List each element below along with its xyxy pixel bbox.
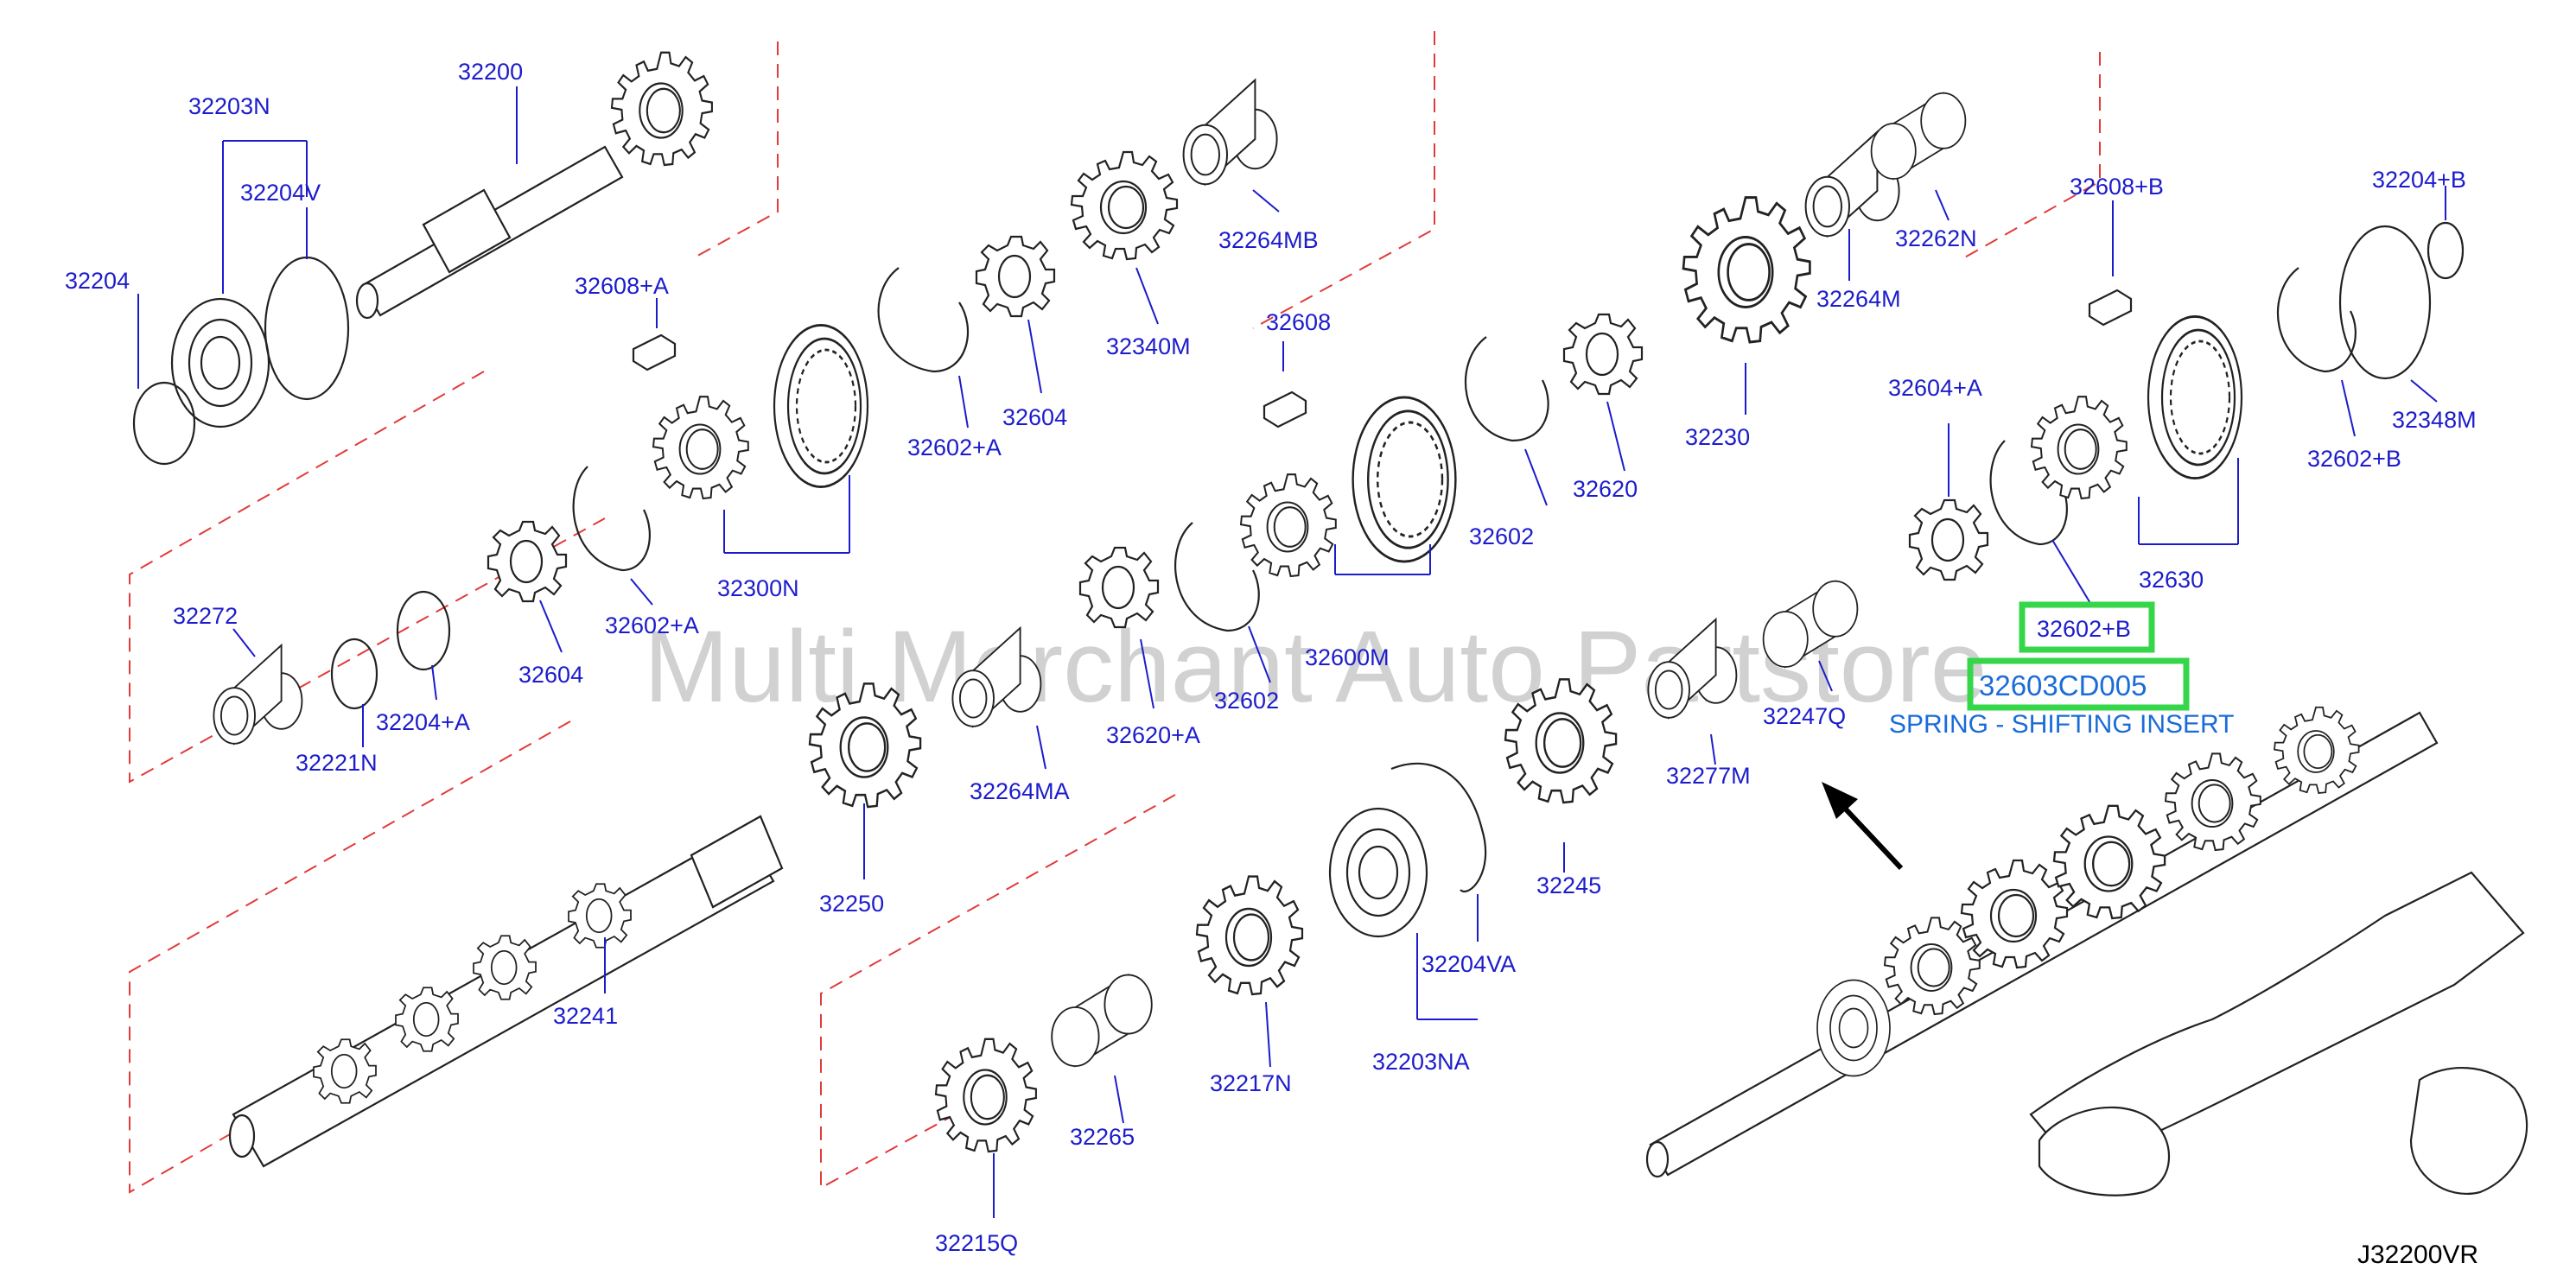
callout-32265[interactable]: 32265 (1070, 1124, 1135, 1150)
callout-32348M[interactable]: 32348M (2392, 407, 2477, 433)
callout-32604-upper[interactable]: 32604 (1002, 404, 1067, 430)
callout-32264MA[interactable]: 32264MA (970, 778, 1070, 804)
callout-32221N[interactable]: 32221N (296, 750, 378, 776)
callout-32204VA[interactable]: 32204VA (1422, 951, 1516, 977)
highlight-callout-label[interactable]: 32602+B (2037, 616, 2131, 642)
callout-32602-B-right[interactable]: 32602+B (2307, 446, 2401, 472)
highlighted-part: 32602+B 32603CD005 SPRING - SHIFTING INS… (1889, 601, 2234, 739)
callout-32600M[interactable]: 32600M (1305, 644, 1390, 670)
highlight-box-part (1967, 657, 2190, 711)
callout-32608[interactable]: 32608 (1266, 309, 1331, 335)
callout-32241[interactable]: 32241 (553, 1003, 618, 1029)
callout-32217N[interactable]: 32217N (1210, 1070, 1292, 1096)
direction-arrow (1822, 782, 1904, 871)
callout-32620-A[interactable]: 32620+A (1106, 722, 1200, 748)
callout-32630[interactable]: 32630 (2139, 567, 2204, 593)
callout-32264M[interactable]: 32264M (1816, 286, 1901, 312)
callout-32608-B[interactable]: 32608+B (2070, 174, 2164, 200)
drawing-code: J32200VR (2357, 1241, 2478, 1269)
shaft-32241 (228, 815, 784, 1168)
callout-32204-A[interactable]: 32204+A (376, 709, 470, 735)
callout-32602-left[interactable]: 32602 (1214, 688, 1279, 714)
callout-32203N[interactable]: 32203N (188, 93, 270, 119)
callout-32250[interactable]: 32250 (819, 891, 884, 917)
callout-32203NA[interactable]: 32203NA (1372, 1049, 1470, 1075)
callout-32247Q[interactable]: 32247Q (1763, 703, 1846, 729)
callout-32264MB[interactable]: 32264MB (1218, 227, 1319, 253)
callout-32608-A[interactable]: 32608+A (575, 273, 669, 299)
callout-labels: 32200 32203N 32204V 32204 32608+A 32300N… (65, 59, 2477, 1256)
highlight-box-callout (2019, 601, 2155, 653)
callout-32204[interactable]: 32204 (65, 268, 130, 294)
callout-32215Q[interactable]: 32215Q (935, 1230, 1018, 1256)
callout-32602-A-left[interactable]: 32602+A (605, 612, 699, 638)
callout-32245[interactable]: 32245 (1536, 873, 1601, 898)
callout-32340M[interactable]: 32340M (1106, 333, 1191, 359)
callout-32262N[interactable]: 32262N (1895, 225, 1977, 251)
highlight-part-description: SPRING - SHIFTING INSERT (1889, 710, 2234, 739)
callout-32604-left[interactable]: 32604 (518, 662, 583, 688)
callout-32230[interactable]: 32230 (1685, 424, 1750, 450)
phantom-frames (129, 31, 2101, 1194)
callout-32272[interactable]: 32272 (173, 603, 238, 629)
callout-32200[interactable]: 32200 (458, 59, 523, 85)
callout-32204-B[interactable]: 32204+B (2372, 167, 2466, 193)
callout-32204V[interactable]: 32204V (240, 180, 321, 206)
shaft-32200 (355, 51, 714, 320)
callout-32602-center[interactable]: 32602 (1469, 524, 1534, 549)
callout-32277M[interactable]: 32277M (1666, 763, 1751, 789)
leader-lines (137, 86, 2446, 1218)
callout-32620[interactable]: 32620 (1573, 476, 1638, 502)
assembled-shaft (1645, 706, 2528, 1196)
highlight-part-number[interactable]: 32603CD005 (1979, 670, 2147, 701)
callout-32300N[interactable]: 32300N (717, 575, 799, 601)
callout-32602-A-upper[interactable]: 32602+A (907, 435, 1002, 460)
callout-32604-A[interactable]: 32604+A (1888, 375, 1982, 401)
